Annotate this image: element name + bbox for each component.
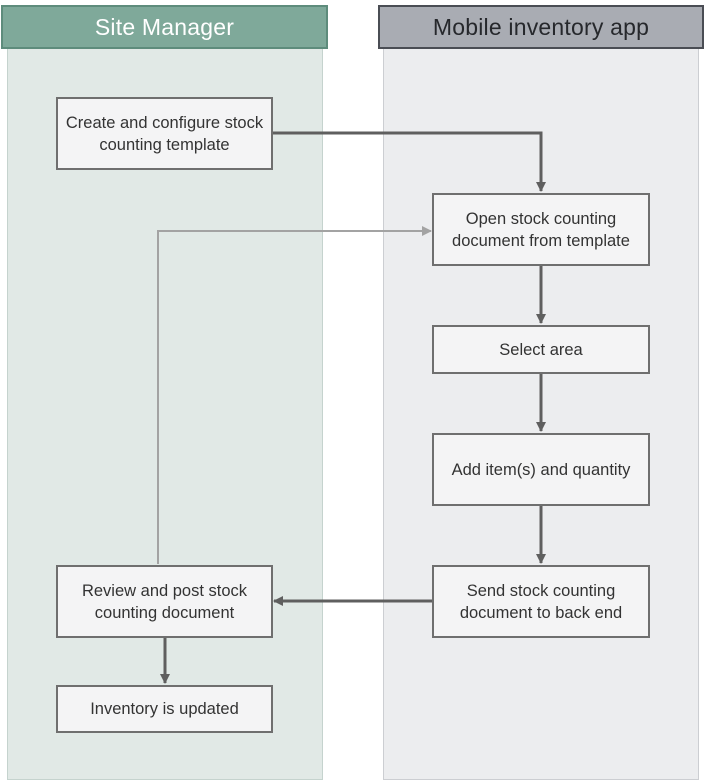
arrow-review-loop-to-open xyxy=(157,226,432,564)
step-add-items: Add item(s) and quantity xyxy=(432,433,650,506)
step-select-area-label: Select area xyxy=(499,340,583,359)
step-open-document: Open stock counting document from templa… xyxy=(432,193,650,266)
arrow-create-to-open xyxy=(272,131,546,192)
step-select-area: Select area xyxy=(432,325,650,374)
step-inventory-updated: Inventory is updated xyxy=(56,685,273,733)
site-manager-lane-title: Site Manager xyxy=(94,13,235,40)
site-manager-lane-header: Site Manager xyxy=(1,5,328,49)
step-open-document-label: Open stock counting document from templa… xyxy=(452,209,630,250)
step-create-template-label: Create and configure stock counting temp… xyxy=(65,113,264,154)
step-inventory-updated-label: Inventory is updated xyxy=(90,700,239,718)
step-send-document-label: Send stock counting document to back end xyxy=(459,581,623,622)
step-send-document: Send stock counting document to back end xyxy=(432,565,650,638)
step-review-post: Review and post stock counting document xyxy=(56,565,273,638)
step-review-post-label: Review and post stock counting document xyxy=(81,581,248,622)
mobile-app-lane-title: Mobile inventory app xyxy=(432,13,650,40)
step-add-items-label: Add item(s) and quantity xyxy=(451,460,631,479)
step-create-template: Create and configure stock counting temp… xyxy=(56,97,273,170)
mobile-app-lane-header: Mobile inventory app xyxy=(378,5,704,49)
